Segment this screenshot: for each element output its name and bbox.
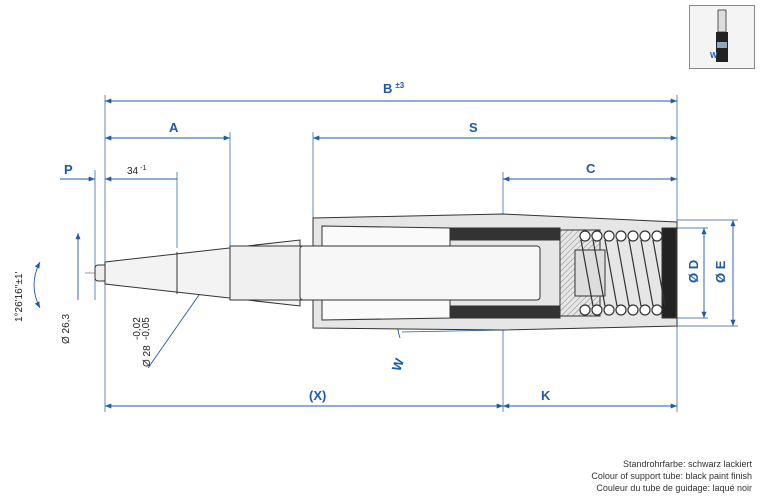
thumbnail-view: W xyxy=(689,5,755,69)
label-E: Ø E xyxy=(713,260,728,283)
label-D: Ø D xyxy=(686,260,701,283)
label-X: (X) xyxy=(309,388,326,403)
note-line-1: Standrohrfarbe: schwarz lackiert xyxy=(622,459,752,469)
label-dia-tip: Ø 26,3 xyxy=(61,314,72,344)
spring-coil-bottom xyxy=(591,304,603,316)
spring-coil-bottom xyxy=(651,304,663,316)
label-B: B±3 xyxy=(383,81,405,96)
spring-coil-wire xyxy=(592,239,606,307)
label-dia-taper: Ø 28 xyxy=(142,345,153,367)
spring-coil-top xyxy=(603,230,615,242)
spring-coil-bottom xyxy=(639,304,651,316)
note-line-3: Couleur du tube de guidage: laqué noir xyxy=(596,483,752,493)
spring-coil-top xyxy=(639,230,651,242)
spring-coil-top xyxy=(615,230,627,242)
label-taper-length: 34-1 xyxy=(127,165,146,177)
label-K: K xyxy=(541,388,551,403)
spring xyxy=(579,230,666,316)
label-A: A xyxy=(169,120,179,135)
spring-coil-top xyxy=(591,230,603,242)
dimension-lines xyxy=(60,98,736,409)
spring-coil-wire xyxy=(652,239,666,307)
label-W: W xyxy=(389,356,408,373)
spring-coil-bottom xyxy=(615,304,627,316)
label-dia-taper-tol-lower: -0,05 xyxy=(141,317,152,340)
note-line-2: Colour of support tube: black paint fini… xyxy=(591,471,752,481)
label-P: P xyxy=(64,162,73,177)
gas-spring xyxy=(94,213,678,331)
spring-coil-bottom xyxy=(603,304,615,316)
spring-coil-top xyxy=(579,230,591,242)
label-S: S xyxy=(469,120,478,135)
spring-coil-wire xyxy=(580,239,594,307)
spring-coil-top xyxy=(627,230,639,242)
spring-coil-top xyxy=(651,230,663,242)
label-C: C xyxy=(586,161,596,176)
spring-coil-bottom xyxy=(627,304,639,316)
spring-coil-wire xyxy=(604,239,618,307)
spring-coil-wire xyxy=(640,239,654,307)
label-angle: 1°26'16''±1' xyxy=(14,271,25,322)
angle-arc xyxy=(33,261,41,309)
spring-coil-wire xyxy=(628,239,642,307)
spring-coil-bottom xyxy=(579,304,591,316)
thumbnail-icon: W xyxy=(710,9,728,62)
svg-text:W: W xyxy=(710,51,718,60)
label-dia-taper-tol-upper: -0,02 xyxy=(132,317,143,340)
spring-coil-wire xyxy=(616,239,630,307)
